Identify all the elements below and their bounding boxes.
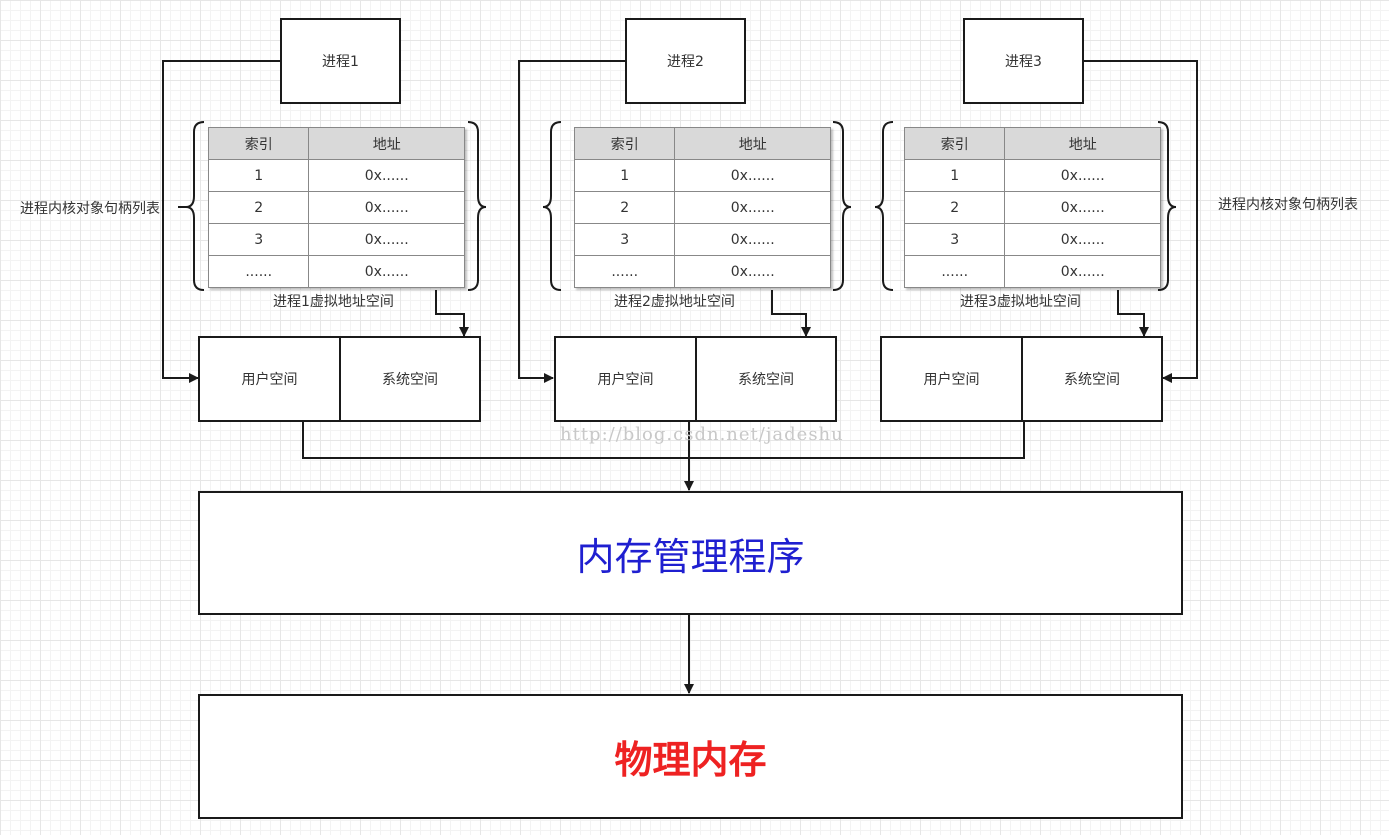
process-1-label: 进程1 — [322, 54, 359, 70]
process-3-box: 进程3 — [963, 18, 1084, 104]
system-space-label: 系统空间 — [1064, 372, 1120, 388]
row-index: 2 — [207, 191, 310, 224]
space3-link-line — [1117, 290, 1149, 337]
row-index: 1 — [573, 159, 676, 192]
physical-memory-box: 物理内存 — [198, 694, 1183, 819]
row-index: 2 — [573, 191, 676, 224]
bus-line — [302, 422, 1025, 459]
row-address: 0x...... — [674, 255, 831, 288]
row-address: 0x...... — [308, 223, 465, 256]
handle-list-caption-left: 进程内核对象句柄列表 — [20, 201, 160, 217]
handle-list-caption-right: 进程内核对象句柄列表 — [1218, 197, 1358, 213]
space1-link-line — [435, 290, 469, 337]
row-address: 0x...... — [1004, 159, 1161, 192]
brace-right-3 — [1157, 121, 1177, 291]
header-address: 地址 — [674, 127, 831, 160]
user-space-label: 用户空间 — [923, 372, 980, 388]
header-index: 索引 — [573, 127, 676, 160]
row-address: 0x...... — [674, 223, 831, 256]
user-space-box-2: 用户空间 — [554, 336, 697, 422]
brace-right-1 — [467, 121, 487, 291]
row-address: 0x...... — [1004, 223, 1161, 256]
memory-manager-box: 内存管理程序 — [198, 491, 1183, 615]
virtual-space-label-1: 进程1虚拟地址空间 — [273, 294, 394, 310]
row-index: 2 — [903, 191, 1006, 224]
user-space-label: 用户空间 — [597, 372, 654, 388]
process2-link-line — [518, 60, 625, 383]
row-index: ...... — [573, 255, 676, 288]
table-row: ......0x...... — [207, 255, 465, 288]
system-space-box-1: 系统空间 — [339, 336, 481, 422]
row-index: 3 — [573, 223, 676, 256]
system-space-box-3: 系统空间 — [1021, 336, 1163, 422]
user-space-label: 用户空间 — [241, 372, 298, 388]
row-address: 0x...... — [1004, 191, 1161, 224]
header-index: 索引 — [903, 127, 1006, 160]
header-index: 索引 — [207, 127, 310, 160]
row-index: ...... — [207, 255, 310, 288]
process3-link-line — [1083, 60, 1198, 383]
brace-right-2 — [832, 121, 852, 291]
row-address: 0x...... — [674, 159, 831, 192]
header-address: 地址 — [1004, 127, 1161, 160]
virtual-space-label-2: 进程2虚拟地址空间 — [614, 294, 735, 310]
physical-memory-title: 物理内存 — [614, 738, 767, 782]
space2-link-line — [771, 290, 811, 337]
watermark-text: http://blog.csdn.net/jadeshu — [560, 424, 844, 445]
system-space-label: 系统空间 — [738, 372, 794, 388]
table-row: ......0x...... — [903, 255, 1161, 288]
brace-left-3 — [874, 121, 894, 291]
row-address: 0x...... — [308, 255, 465, 288]
system-space-box-2: 系统空间 — [695, 336, 837, 422]
brace-left-1 — [185, 121, 205, 291]
row-address: 0x...... — [308, 159, 465, 192]
process-1-box: 进程1 — [280, 18, 401, 104]
row-index: 1 — [903, 159, 1006, 192]
process-2-label: 进程2 — [667, 54, 704, 70]
system-space-label: 系统空间 — [382, 372, 438, 388]
brace-left-2 — [542, 121, 562, 291]
process-3-label: 进程3 — [1005, 54, 1042, 70]
row-address: 0x...... — [1004, 255, 1161, 288]
table-row: ......0x...... — [573, 255, 831, 288]
row-index: 3 — [207, 223, 310, 256]
row-index: 3 — [903, 223, 1006, 256]
memory-manager-title: 内存管理程序 — [576, 534, 805, 579]
virtual-space-label-3: 进程3虚拟地址空间 — [960, 294, 1081, 310]
row-index: ...... — [903, 255, 1006, 288]
row-index: 1 — [207, 159, 310, 192]
header-address: 地址 — [308, 127, 465, 160]
user-space-box-1: 用户空间 — [198, 336, 341, 422]
row-address: 0x...... — [674, 191, 831, 224]
row-address: 0x...... — [308, 191, 465, 224]
process1-link-line — [162, 60, 280, 383]
process-2-box: 进程2 — [625, 18, 746, 104]
user-space-box-3: 用户空间 — [880, 336, 1023, 422]
